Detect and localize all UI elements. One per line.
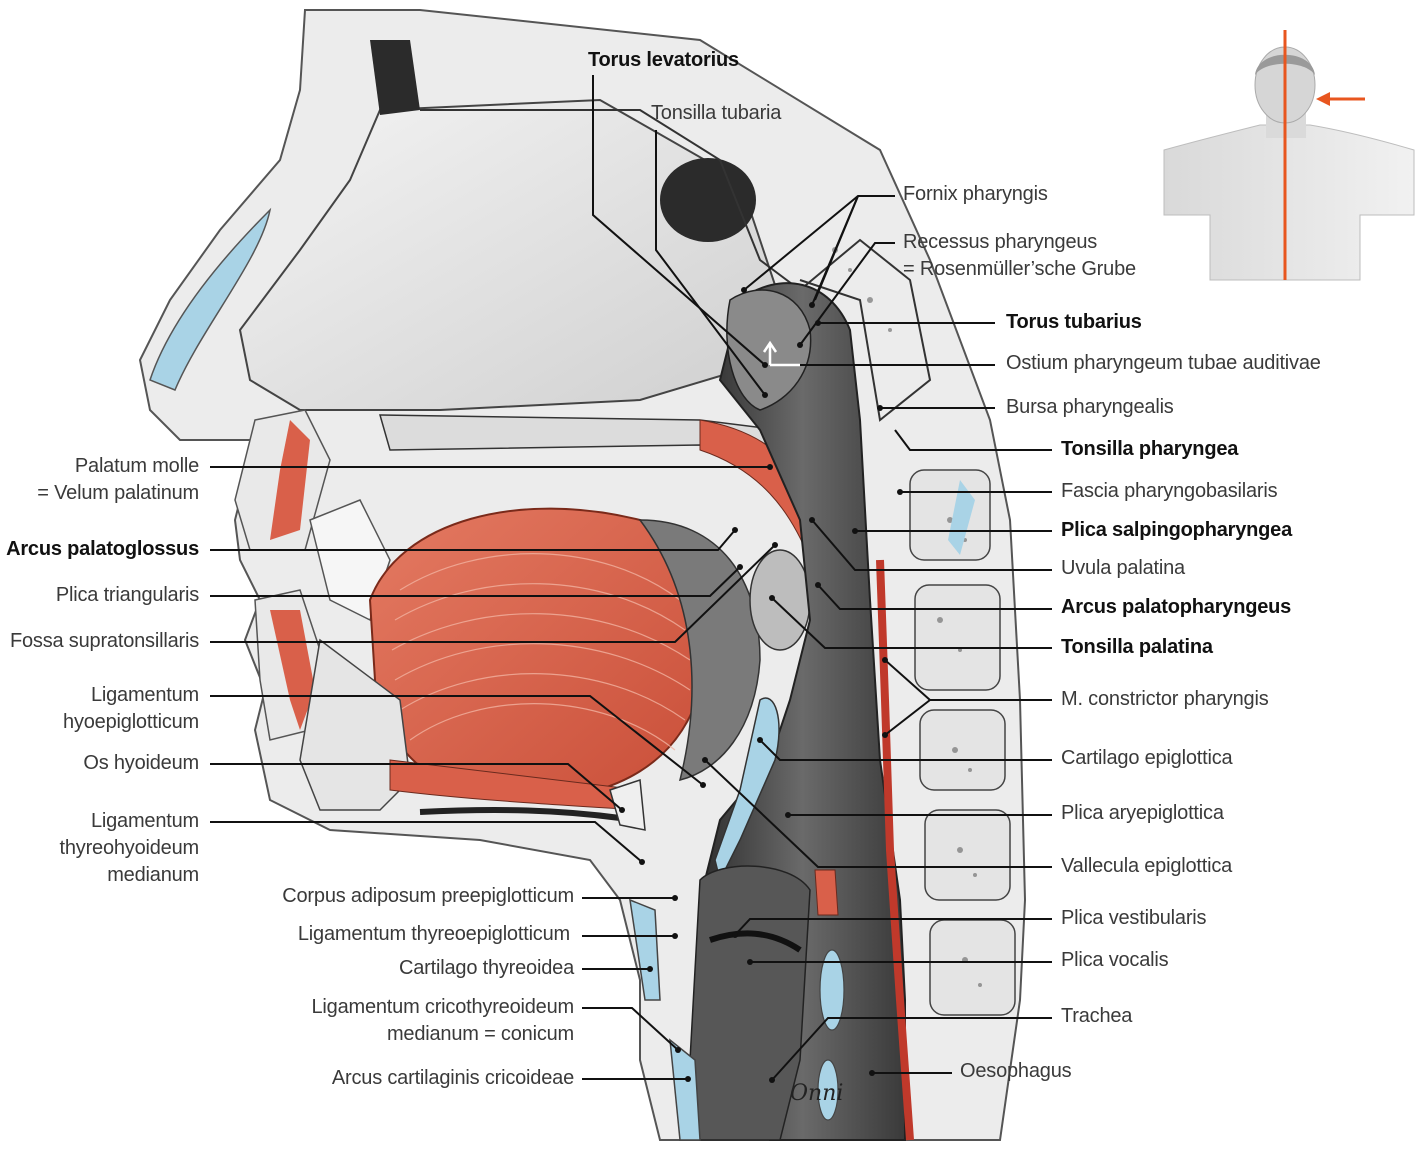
label-fossa-supratonsillaris: Fossa supratonsillaris (9, 630, 199, 652)
label-lig-crico-line1: Ligamentum cricothyreoideum (311, 996, 574, 1018)
thumbnail-hair (1255, 54, 1315, 75)
thyroid-cartilage (629, 898, 661, 1001)
label-ostium: Ostium pharyngeum tubae auditivae (1006, 352, 1321, 374)
tracheal-ring-1 (819, 949, 845, 1031)
label-arcus-palatopharyngeus: Arcus palatopharyngeus (1061, 596, 1292, 618)
head-section: Onni (138, 9, 1027, 1141)
label-lig-hyo-line2: hyoepiglotticum (63, 711, 199, 733)
tongue (368, 507, 709, 802)
orientation-thumbnail (1163, 30, 1415, 281)
label-torus-levatorius: Torus levatorius (588, 49, 739, 71)
constrictor-muscle (876, 559, 914, 1141)
label-vallecula-epiglottica: Vallecula epiglottica (1061, 855, 1233, 877)
cricoid-cartilage (669, 1038, 701, 1141)
tongue-fibers (391, 553, 691, 751)
label-plica-salpingopharyngea: Plica salpingopharyngea (1061, 519, 1293, 541)
label-palatum-line2: = Velum palatinum (37, 482, 199, 504)
label-corpus-adiposum: Corpus adiposum preepiglotticum (282, 885, 574, 907)
label-plica-vocalis: Plica vocalis (1061, 949, 1169, 971)
label-arcus-cartilaginis-cricoideae: Arcus cartilaginis cricoideae (331, 1067, 574, 1089)
intervertebral-space (948, 480, 975, 555)
label-lig-crico-line2: medianum = conicum (386, 1023, 574, 1045)
label-lig-thyreo-line1: Ligamentum (90, 810, 199, 832)
label-m-constrictor-pharyngis: M. constrictor pharyngis (1061, 688, 1269, 710)
label-trachea: Trachea (1061, 1005, 1133, 1027)
label-torus-tubarius: Torus tubarius (1006, 311, 1142, 333)
label-cartilago-epiglottica: Cartilago epiglottica (1061, 747, 1233, 769)
label-cartilago-thyreoidea: Cartilago thyreoidea (399, 957, 574, 979)
view-direction-arrowhead (1316, 92, 1330, 106)
label-bursa-pharyngealis: Bursa pharyngealis (1006, 396, 1174, 418)
label-ligamentum-thyreoepiglotticum: Ligamentum thyreoepiglotticum (297, 923, 570, 945)
label-arcus-palatoglossus: Arcus palatoglossus (6, 538, 199, 560)
label-lig-thyreo-line3: medianum (107, 864, 199, 886)
frontal-sinus (370, 40, 420, 115)
lower-lip-muscle (270, 610, 315, 730)
label-ligamentum-thyreohyoideum: Ligamentum thyreohyoideum medianum (59, 808, 199, 889)
leader-lines (210, 75, 1052, 1081)
ostium-arrow (762, 340, 800, 367)
label-tonsilla-pharyngea: Tonsilla pharyngea (1061, 438, 1239, 460)
label-oesophagus: Oesophagus (960, 1060, 1072, 1082)
sphenoid-sinus (660, 158, 756, 242)
label-fascia-pharyngobasilaris: Fascia pharyngobasilaris (1061, 480, 1278, 502)
upper-lip-muscle (270, 420, 310, 540)
label-lig-hyo-line1: Ligamentum (90, 684, 199, 706)
leader-dots (619, 287, 903, 1083)
hyoid-bone (609, 778, 646, 831)
tracheal-ring-2 (817, 1059, 839, 1121)
label-tonsilla-palatina: Tonsilla palatina (1061, 636, 1213, 658)
mandible (299, 638, 411, 811)
label-recessus-pharyngeus: Recessus pharyngeus = Rosenmüller’sche G… (903, 229, 1136, 283)
label-ligamentum-hyoepiglotticum: Ligamentum hyoepiglotticum (63, 682, 199, 736)
palatine-tonsil (749, 549, 811, 651)
vocal-fold-shadow (709, 930, 802, 953)
label-fornix-pharyngis: Fornix pharyngis (903, 183, 1048, 205)
floor-muscle-dark (419, 807, 621, 821)
label-os-hyoideum: Os hyoideum (83, 752, 199, 774)
arytenoid-muscle (814, 869, 839, 916)
thumbnail-torso (1163, 124, 1415, 281)
label-palatum-molle: Palatum molle = Velum palatinum (37, 453, 199, 507)
label-recessus-line2: = Rosenmüller’sche Grube (903, 258, 1136, 280)
label-uvula-palatina: Uvula palatina (1061, 557, 1185, 579)
skull-base (420, 109, 932, 422)
label-plica-triangularis: Plica triangularis (55, 584, 199, 606)
tongue-base (638, 519, 761, 782)
label-tonsilla-tubaria: Tonsilla tubaria (651, 102, 782, 124)
artist-signature: Onni (790, 1081, 843, 1106)
label-lig-thyreo-line2: thyreohyoideum (59, 837, 199, 859)
label-plica-vestibularis: Plica vestibularis (1061, 907, 1207, 929)
label-ligamentum-cricothyreoideum: Ligamentum cricothyreoideum medianum = c… (311, 994, 574, 1048)
label-recessus-line1: Recessus pharyngeus (903, 231, 1098, 253)
label-plica-aryepiglottica: Plica aryepiglottica (1061, 802, 1224, 824)
label-palatum-line1: Palatum molle (74, 455, 199, 477)
nasal-cartilage (149, 207, 272, 391)
